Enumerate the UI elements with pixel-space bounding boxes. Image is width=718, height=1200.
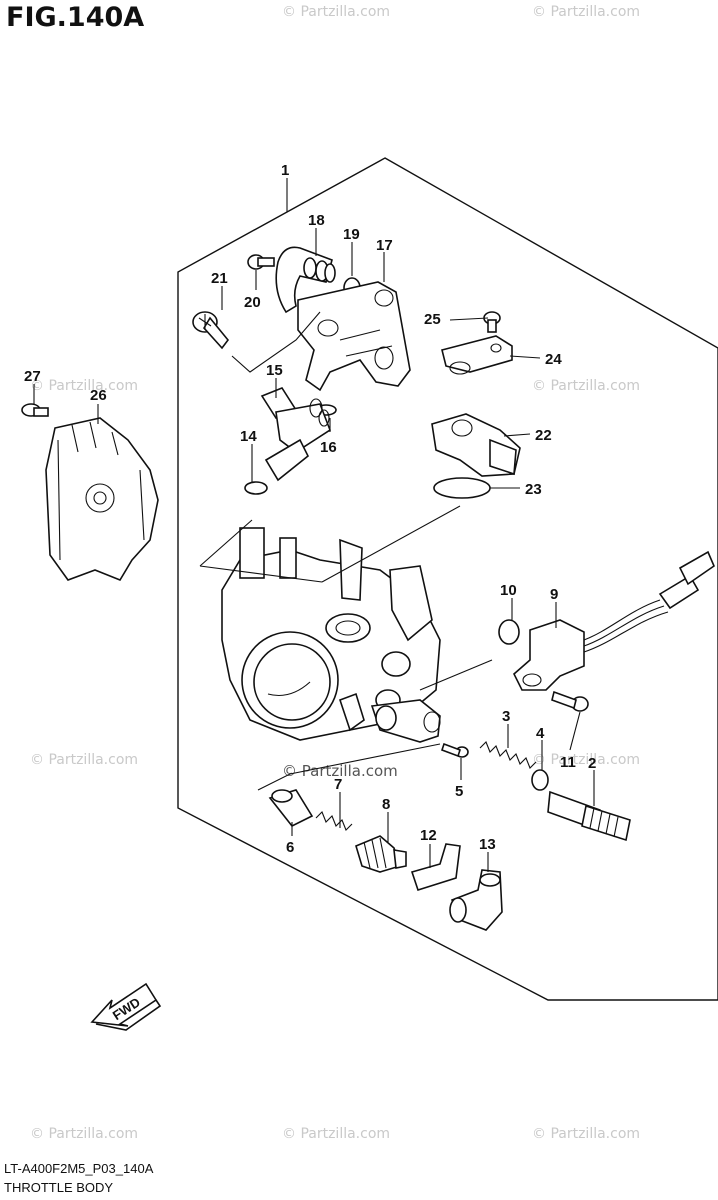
- watermark: © Partzilla.com: [30, 752, 139, 768]
- throttle-body-icon: [221, 527, 441, 741]
- spring-icon: [315, 811, 353, 831]
- adjusting-screw-icon: [547, 790, 631, 842]
- watermark: © Partzilla.com: [30, 1126, 139, 1142]
- assembly-outline: [177, 157, 718, 1001]
- screw-icon: [247, 254, 275, 270]
- callout-16: 16: [320, 439, 337, 456]
- cover-icon: [45, 417, 159, 581]
- callout-14: 14: [240, 428, 257, 445]
- fuel-injector-icon: [260, 387, 331, 482]
- callout-17: 17: [376, 237, 393, 254]
- callout-21: 21: [211, 270, 228, 287]
- callout-7: 7: [334, 776, 342, 793]
- callout-19: 19: [343, 226, 360, 243]
- watermark: © Partzilla.com: [532, 1126, 641, 1142]
- screw-icon: [192, 311, 230, 350]
- callout-12: 12: [420, 827, 437, 844]
- throttle-position-sensor-icon: [513, 550, 715, 691]
- screw-icon: [483, 311, 501, 333]
- o-ring-icon: [433, 477, 491, 499]
- callout-26: 26: [90, 387, 107, 404]
- hose-icon: [410, 843, 461, 891]
- spring-icon: [479, 741, 537, 769]
- callout-23: 23: [525, 481, 542, 498]
- callout-24: 24: [545, 351, 562, 368]
- callout-4: 4: [536, 725, 545, 742]
- callout-15: 15: [266, 362, 283, 379]
- callout-20: 20: [244, 294, 261, 311]
- figure-title: FIG.140A: [6, 2, 145, 33]
- callout-8: 8: [382, 796, 390, 813]
- callout-18: 18: [308, 212, 325, 229]
- plunger-icon: [268, 789, 314, 828]
- screw-icon: [551, 690, 589, 712]
- o-ring-icon: [244, 481, 268, 495]
- watermark: © Partzilla.com: [532, 4, 641, 20]
- callout-11: 11: [560, 754, 576, 771]
- bracket-icon: [441, 335, 513, 375]
- watermark: © Partzilla.com: [282, 1126, 391, 1142]
- diagram-code: LT-A400F2M5_P03_140A: [4, 1161, 154, 1176]
- pipe-fitting-icon: [275, 246, 336, 314]
- o-ring-icon: [531, 769, 549, 791]
- leader-lines: [33, 178, 595, 872]
- watermark: © Partzilla.com: [30, 378, 139, 394]
- callout-1: 1: [281, 162, 289, 179]
- watermark: © Partzilla.com: [282, 4, 391, 20]
- watermark: © Partzilla.com: [532, 378, 641, 394]
- o-ring-icon: [498, 619, 520, 645]
- watermark: © Partzilla.com: [532, 752, 641, 768]
- diagram-caption: THROTTLE BODY: [4, 1180, 114, 1195]
- callout-2: 2: [588, 755, 596, 772]
- fuel-delivery-pipe-icon: [297, 281, 411, 392]
- callout-25: 25: [424, 311, 441, 328]
- adjuster-housing-icon: [370, 699, 441, 743]
- callout-27: 27: [24, 368, 41, 385]
- screw-icon: [440, 742, 469, 758]
- callout-9: 9: [550, 586, 558, 603]
- callout-labels: 1 2 3 4 5 6 7 8 9 10 11 12 13 14 15 16 1…: [24, 162, 596, 856]
- callout-10: 10: [500, 582, 517, 599]
- elbow-icon: [449, 869, 503, 931]
- sensor-icon: [431, 413, 521, 477]
- valve-icon: [355, 835, 407, 873]
- callout-13: 13: [479, 836, 496, 853]
- callout-3: 3: [502, 708, 510, 725]
- callout-22: 22: [535, 427, 552, 444]
- watermark-center: © Partzilla.com: [282, 762, 398, 780]
- callout-6: 6: [286, 839, 294, 856]
- callout-5: 5: [455, 783, 463, 800]
- screw-icon: [21, 403, 49, 417]
- fwd-arrow-icon: FWD: [90, 982, 162, 1031]
